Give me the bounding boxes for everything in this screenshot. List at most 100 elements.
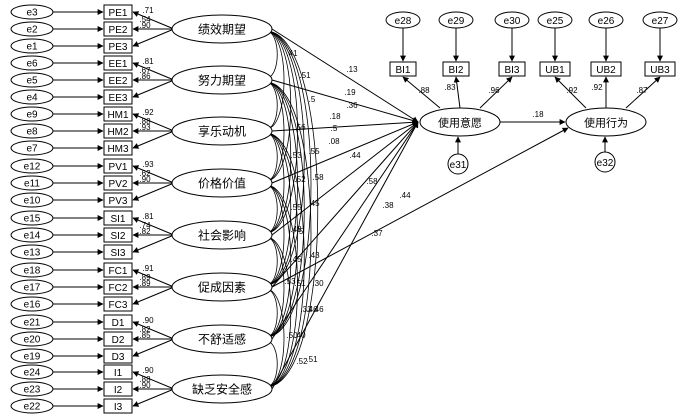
- loading-label: .85: [139, 331, 151, 340]
- error-ellipse: [10, 314, 54, 330]
- loading-label: .90: [139, 21, 151, 30]
- loading-label: .67: [139, 66, 151, 75]
- behavior-ellipse: [565, 107, 647, 137]
- error-label: e13: [24, 248, 41, 259]
- covariance-label: .5: [309, 95, 316, 104]
- error-label: e29: [448, 16, 465, 27]
- indicator-label: HM1: [107, 110, 129, 121]
- indicator-box: [103, 55, 133, 71]
- error-ellipse: [10, 244, 54, 260]
- covariance-label: .52: [296, 357, 308, 366]
- indicator-label: FC3: [109, 300, 128, 311]
- indicator-label: D1: [112, 318, 125, 329]
- path-to-intention: [271, 121, 419, 390]
- error-ellipse: [438, 11, 474, 29]
- path-label: .38: [382, 201, 394, 210]
- covariance-arc: [265, 28, 319, 390]
- loading-label: .83: [444, 83, 456, 92]
- indicator-label: I1: [114, 368, 123, 379]
- path-to-intention: [271, 121, 419, 236]
- covariance-label: .51: [306, 355, 318, 364]
- covariance-label: .52: [294, 175, 306, 184]
- path-to-intention: [271, 121, 419, 340]
- covariance-label: .55: [308, 147, 320, 156]
- path-label: .37: [371, 229, 383, 238]
- latent-ellipse: [171, 272, 273, 302]
- error-ellipse: [642, 11, 678, 29]
- covariance-label: .58: [312, 173, 324, 182]
- error-label: e7: [26, 144, 38, 155]
- covariance-label: .45: [290, 255, 302, 264]
- error-ellipse: [10, 158, 54, 174]
- covariance-label: .41: [286, 49, 298, 58]
- indicator-label: SI2: [110, 231, 125, 242]
- loading-arrow: [132, 79, 175, 98]
- error-ellipse: [10, 364, 54, 380]
- intention-ellipse: [419, 107, 501, 137]
- disturbance-circle: [594, 151, 616, 173]
- error-ellipse: [10, 38, 54, 54]
- path-label: .08: [328, 137, 340, 146]
- path-to-intention: [271, 79, 419, 124]
- error-label: e18: [24, 266, 41, 277]
- error-ellipse: [10, 55, 54, 71]
- indicator-box: [103, 227, 133, 243]
- indicator-box: [103, 314, 133, 330]
- disturbance-label: e31: [450, 160, 467, 171]
- covariance-label: .51: [294, 279, 306, 288]
- error-label: e26: [598, 16, 615, 27]
- loading-arrow: [402, 76, 441, 109]
- error-ellipse: [10, 21, 54, 37]
- loading-arrow: [132, 62, 175, 81]
- indicator-label: PE3: [109, 42, 128, 53]
- covariance-label: .46: [312, 305, 324, 314]
- loading-arrow: [132, 130, 175, 149]
- error-ellipse: [10, 4, 54, 20]
- loading-label: .81: [142, 212, 154, 221]
- nodes: [10, 4, 678, 414]
- loading-label: .90: [142, 366, 154, 375]
- loading-arrow: [132, 286, 175, 305]
- indicator-box: [103, 348, 133, 364]
- indicator-box: [103, 123, 133, 139]
- loading-label: .90: [142, 316, 154, 325]
- loading-arrow: [479, 76, 513, 109]
- loading-arrow: [132, 338, 175, 357]
- indicator-label: EE3: [109, 93, 128, 104]
- error-ellipse: [10, 175, 54, 191]
- covariance-label: .51: [299, 71, 311, 80]
- covariance-arc: [265, 79, 285, 184]
- error-ellipse: [537, 11, 573, 29]
- covariance-arc: [265, 79, 312, 390]
- covariance-label: .55: [290, 203, 302, 212]
- error-ellipse: [10, 192, 54, 208]
- loading-label: .88: [139, 375, 151, 384]
- indicator-box: [103, 192, 133, 208]
- indicator-box: [103, 175, 133, 191]
- loading-label: .91: [142, 264, 154, 273]
- error-label: e24: [24, 368, 41, 379]
- covariance-arc: [265, 28, 292, 184]
- loading-label: .88: [139, 117, 151, 126]
- loading-label: .62: [139, 169, 151, 178]
- error-label: e2: [26, 25, 38, 36]
- error-label: e25: [547, 16, 564, 27]
- error-label: e1: [26, 42, 38, 53]
- covariance-label: .45: [308, 199, 320, 208]
- indicator-box: [103, 381, 133, 397]
- indicator-box: [590, 61, 622, 77]
- covariance-arc: [265, 234, 285, 340]
- indicator-label: UB1: [545, 65, 565, 76]
- loading-label: .93: [142, 160, 154, 169]
- covariance-label: .30: [312, 279, 324, 288]
- indicator-label: PV3: [109, 196, 128, 207]
- latent-label: 促成因素: [198, 281, 246, 295]
- path-label: .58: [366, 177, 378, 186]
- indicator-label: I2: [114, 385, 123, 396]
- error-ellipse: [10, 262, 54, 278]
- indicator-label: PV2: [109, 179, 128, 190]
- error-ellipse: [10, 331, 54, 347]
- error-ellipse: [10, 381, 54, 397]
- loading-arrow: [132, 113, 175, 132]
- loading-label: .90: [139, 381, 151, 390]
